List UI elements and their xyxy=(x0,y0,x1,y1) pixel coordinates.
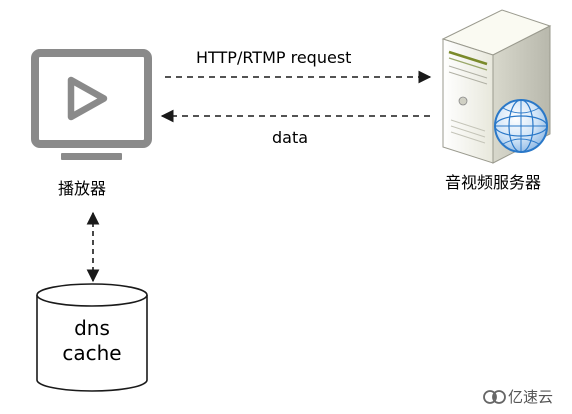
dns-cache-label-line1: dns xyxy=(74,316,110,340)
server-label: 音视频服务器 xyxy=(445,173,542,192)
dns-cache-label: dns cache xyxy=(38,316,146,366)
dns-cache-label-line2: cache xyxy=(62,341,122,365)
watermark: 亿速云 xyxy=(479,386,553,406)
request-label: HTTP/RTMP request xyxy=(196,48,352,67)
database-cylinder-icon xyxy=(36,283,148,392)
server-icon xyxy=(441,9,552,164)
globe-icon xyxy=(494,99,548,153)
watermark-text: 亿速云 xyxy=(508,387,554,406)
player-label: 播放器 xyxy=(58,179,107,198)
video-player-icon xyxy=(31,49,152,160)
response-label: data xyxy=(272,128,309,147)
watermark-logo-icon xyxy=(483,390,506,404)
